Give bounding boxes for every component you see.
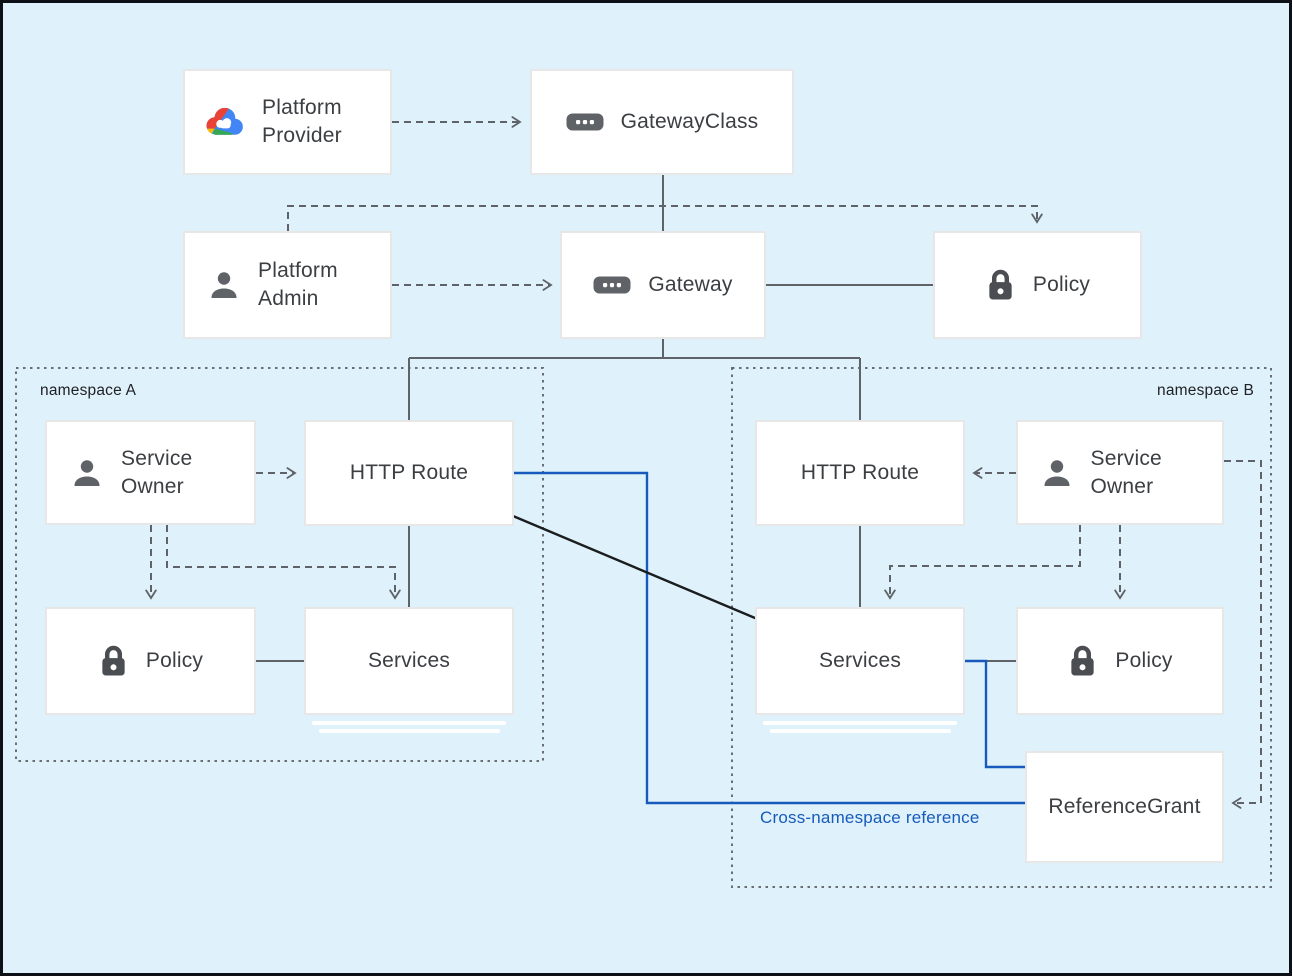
node-http-route-b: HTTP Route <box>755 420 965 526</box>
node-label: ReferenceGrant <box>1048 795 1201 819</box>
node-label: Policy <box>145 649 204 673</box>
google-cloud-logo-icon <box>203 105 245 139</box>
node-gateway-class: GatewayClass <box>530 69 794 175</box>
node-label: Service Owner <box>1090 446 1162 498</box>
node-policy-admin: Policy <box>933 231 1142 339</box>
services-a-stack-line <box>319 729 500 733</box>
connector-gateway-httproutes <box>408 339 861 420</box>
node-reference-grant: ReferenceGrant <box>1025 751 1224 863</box>
node-services-b: Services <box>755 607 965 715</box>
cross-namespace-reference-label: Cross-namespace reference <box>760 808 980 827</box>
resource-chip-icon <box>593 276 631 294</box>
arrow-owner-a-services-a <box>166 525 401 600</box>
person-icon <box>70 456 104 490</box>
lock-icon <box>98 644 129 679</box>
lock-icon <box>1067 644 1098 679</box>
node-label: Policy <box>1115 649 1173 673</box>
namespace-a-label: namespace A <box>40 382 137 399</box>
arrow-admin-policy <box>287 205 1043 231</box>
node-policy-a: Policy <box>45 607 256 715</box>
node-platform-admin: Platform Admin <box>183 231 392 339</box>
node-http-route-a: HTTP Route <box>304 420 514 526</box>
node-label: Policy <box>1032 273 1091 297</box>
person-icon <box>1040 456 1074 490</box>
connector-layer <box>15 116 1272 888</box>
node-service-owner-b: Service Owner <box>1016 420 1224 525</box>
node-label: Platform Admin <box>258 259 338 310</box>
node-label: Platform Provider <box>262 96 342 147</box>
person-icon <box>207 268 241 302</box>
services-b-stack-line <box>763 721 957 725</box>
namespace-a-border <box>15 367 544 762</box>
node-label: Gateway <box>648 273 733 297</box>
services-b-stack-line <box>770 729 951 733</box>
node-gateway: Gateway <box>560 231 766 339</box>
namespace-b-label: namespace B <box>1157 382 1254 399</box>
resource-chip-icon <box>566 113 604 131</box>
connector-blue-services-b-referencegrant <box>965 659 1025 769</box>
services-a-stack-line <box>312 721 506 725</box>
node-label: HTTP Route <box>800 461 920 485</box>
node-label: GatewayClass <box>620 110 759 134</box>
connector-httproute-a-services-b <box>511 514 757 620</box>
node-label: Service Owner <box>121 446 193 498</box>
node-services-a: Services <box>304 607 514 715</box>
connector-blue-httproute-a-referencegrant <box>514 471 1025 805</box>
arrow-owner-b-referencegrant <box>1224 460 1262 809</box>
node-label: Services <box>367 649 451 673</box>
lock-icon <box>985 268 1016 303</box>
node-label: Services <box>818 649 902 673</box>
node-service-owner-a: Service Owner <box>45 420 256 525</box>
node-policy-b: Policy <box>1016 607 1224 715</box>
node-label: HTTP Route <box>349 461 469 485</box>
namespace-b-border <box>731 367 1272 888</box>
arrow-owner-b-services-b <box>884 525 1081 600</box>
node-platform-provider: Platform Provider <box>183 69 392 175</box>
